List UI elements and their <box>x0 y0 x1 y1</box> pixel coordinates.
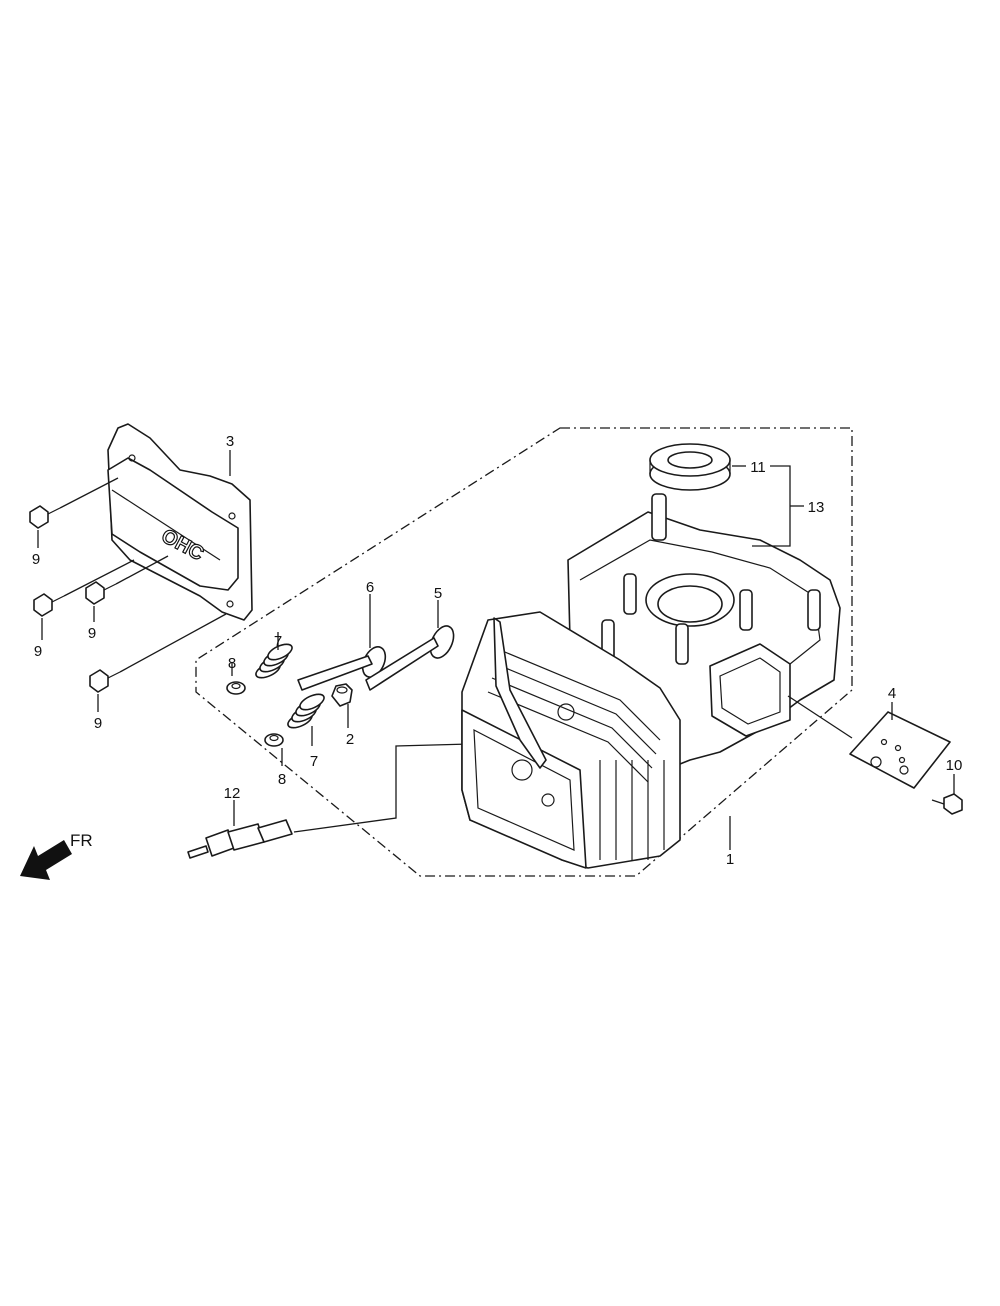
front-direction-arrow <box>20 840 72 880</box>
callout-8-upper: 8 <box>228 655 236 672</box>
oil-seal <box>649 443 731 491</box>
callout-11: 11 <box>750 459 766 476</box>
callout-2: 2 <box>346 731 354 748</box>
plate-bolt <box>931 793 963 815</box>
assembly-boundary <box>195 427 853 877</box>
callout-9-c: 9 <box>88 625 96 642</box>
callout-10: 10 <box>946 757 963 774</box>
bolt-9a <box>29 505 61 529</box>
callout-7-lower: 7 <box>310 753 318 770</box>
callout-9-b: 9 <box>34 643 42 660</box>
exhaust-valve <box>297 646 387 691</box>
valve-retainer-lower <box>264 733 284 747</box>
cylinder-head-cover: OHC <box>107 423 253 621</box>
cylinder-block <box>461 493 841 869</box>
intake-valve <box>365 625 455 691</box>
callout-1: 1 <box>726 851 734 868</box>
direction-label: FR <box>70 831 93 850</box>
bolt-9b <box>33 593 65 617</box>
valve-stem-seal <box>331 683 353 707</box>
callout-8-lower: 8 <box>278 771 286 788</box>
callout-3: 3 <box>226 433 234 450</box>
valve-spring-upper <box>255 643 293 679</box>
valve-retainer-upper <box>226 681 246 695</box>
callout-5: 5 <box>434 585 442 602</box>
bolt-9d <box>89 669 121 693</box>
callout-9-d: 9 <box>94 715 102 732</box>
bolt-9c <box>85 581 117 605</box>
spark-plug <box>187 819 293 859</box>
callout-7-upper: 7 <box>274 633 282 650</box>
callout-9-a: 9 <box>32 551 40 568</box>
breather-plate <box>849 711 951 789</box>
callout-6: 6 <box>366 579 374 596</box>
callout-4: 4 <box>888 685 896 702</box>
callout-13: 13 <box>808 499 825 516</box>
callout-12: 12 <box>224 785 241 802</box>
valve-spring-lower <box>287 693 325 729</box>
